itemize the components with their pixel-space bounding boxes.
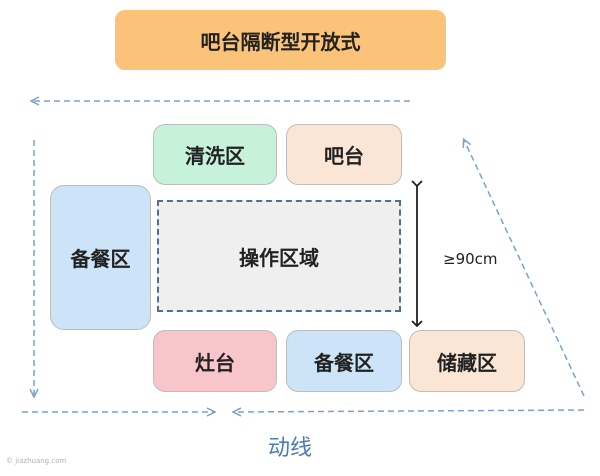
- zone-prep-bottom: 备餐区: [286, 330, 402, 392]
- flow-arrow-bottom-right: [234, 410, 585, 412]
- flow-arrow-diagonal: [464, 140, 585, 397]
- diagram-title: 吧台隔断型开放式: [115, 10, 446, 70]
- zone-bar: 吧台: [286, 124, 402, 185]
- zone-prep-left: 备餐区: [50, 185, 151, 330]
- zone-stove: 灶台: [153, 330, 277, 392]
- flow-label: 动线: [268, 436, 313, 461]
- zone-work-area: 操作区域: [157, 200, 401, 312]
- zone-storage: 储藏区: [409, 330, 525, 392]
- watermark: © jiazhuang.com: [6, 457, 67, 465]
- zone-wash: 清洗区: [153, 124, 277, 185]
- dimension-label: ≥90cm: [443, 250, 498, 268]
